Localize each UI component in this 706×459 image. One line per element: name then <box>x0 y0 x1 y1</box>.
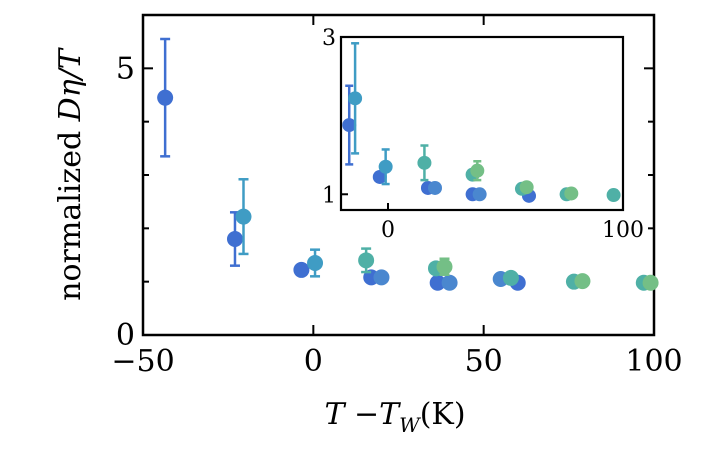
main-data-point <box>226 231 243 247</box>
main-points <box>157 37 659 291</box>
main-data-point <box>293 261 310 278</box>
inset-data-point <box>417 155 432 170</box>
main-data-point <box>642 274 659 291</box>
main-y-tick-label: 5 <box>116 51 135 86</box>
inset-data-point <box>606 188 621 203</box>
inset-plot-frame <box>339 35 625 212</box>
y-axis-label: normalized Dη/T <box>53 47 88 301</box>
inset-x-tick-label: 0 <box>381 218 395 243</box>
inset-data-point <box>348 91 363 106</box>
main-data-point <box>574 273 591 290</box>
main-data-point <box>502 269 519 286</box>
main-x-tick-label: 50 <box>465 344 503 379</box>
main-data-point <box>307 255 324 271</box>
inset-data-point <box>428 180 442 195</box>
main-data-point <box>358 252 375 269</box>
inset-x-tick-label: 100 <box>602 218 644 243</box>
inset-data-point <box>472 187 487 202</box>
inset-y-tick-label: 3 <box>322 26 336 51</box>
main-data-point <box>429 274 446 291</box>
inset-points <box>342 42 621 203</box>
main-x-tick-label: 100 <box>625 344 682 379</box>
inset-data-point <box>378 159 393 174</box>
x-axis-label: T −TW(K) <box>324 397 465 437</box>
main-y-tick-label: 0 <box>116 318 135 353</box>
main-data-point <box>235 208 252 225</box>
main-x-tick-label: −50 <box>111 344 174 379</box>
main-data-point <box>436 258 453 275</box>
inset-data-point <box>470 163 485 178</box>
inset-data-point <box>564 186 579 201</box>
main-data-point <box>441 274 458 291</box>
main-x-tick-label: 0 <box>304 344 323 379</box>
inset-y-tick-label: 1 <box>322 183 336 208</box>
main-data-point <box>373 269 390 286</box>
inset-data-point <box>342 118 357 133</box>
main-data-point <box>157 89 174 106</box>
inset-data-point <box>519 180 534 195</box>
inset-data-point <box>372 169 387 184</box>
inset-ticks: 0 100 1 3 <box>322 26 644 243</box>
